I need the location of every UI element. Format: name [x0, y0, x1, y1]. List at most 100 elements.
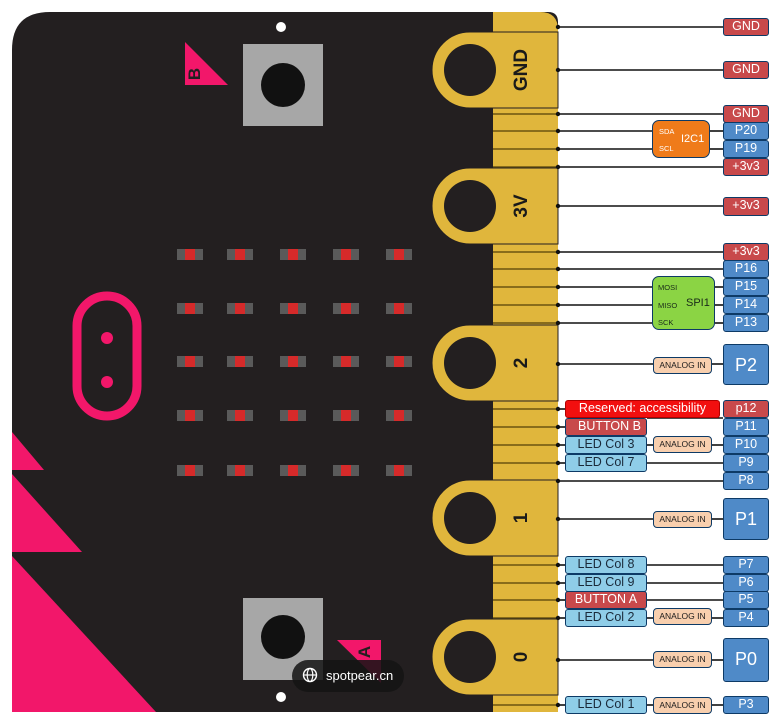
- function-led-col-9: LED Col 9: [565, 574, 647, 592]
- led-4-3: [341, 465, 351, 476]
- big-pad-label-1: 3V: [511, 194, 532, 218]
- spi-name: SPI1: [686, 297, 710, 309]
- pin-dot-23: [555, 657, 561, 663]
- led-3-0: [185, 410, 195, 421]
- pin-dot-0: [555, 24, 561, 30]
- function-button-a: BUTTON A: [565, 591, 647, 609]
- spi-miso-label: MISO: [658, 301, 678, 310]
- pin-dot-5: [555, 164, 561, 170]
- label-p1: P1: [723, 498, 769, 540]
- button-b-letter: B: [185, 68, 204, 80]
- led-4-4: [394, 465, 404, 476]
- big-pad-hole-0: [444, 44, 496, 96]
- i2c-name: I2C1: [681, 133, 705, 145]
- analog-in-p4: ANALOG IN: [653, 608, 712, 625]
- led-3-3: [341, 410, 351, 421]
- function-led-col-2: LED Col 2: [565, 609, 647, 627]
- led-0-2: [288, 249, 298, 260]
- led-3-2: [288, 410, 298, 421]
- pin-dot-10: [555, 302, 561, 308]
- pin-dot-11: [555, 320, 561, 326]
- pin-dot-2: [555, 111, 561, 117]
- big-pad-hole-3: [444, 492, 496, 544]
- pin-dot-14: [555, 424, 561, 430]
- label-3v3: +3v3: [723, 158, 769, 176]
- label-p11: P11: [723, 418, 769, 436]
- logo-dot-top: [101, 332, 113, 344]
- function-reserved-accessibility: Reserved: accessibility: [565, 400, 720, 418]
- label-p4: P4: [723, 609, 769, 627]
- spi-sck-label: SCK: [658, 318, 674, 327]
- led-0-4: [394, 249, 404, 260]
- analog-in-p1: ANALOG IN: [653, 511, 712, 528]
- pin-dot-4: [555, 146, 561, 152]
- label-3v3-b: +3v3: [723, 243, 769, 261]
- pin-dot-13: [555, 406, 561, 412]
- analog-in-p2: ANALOG IN: [653, 357, 712, 374]
- pin-dot-21: [555, 597, 561, 603]
- label-p8: P8: [723, 472, 769, 490]
- label-p9: P9: [723, 454, 769, 472]
- i2c-bus: SDA SCL I2C1: [652, 120, 710, 158]
- button-b: [261, 63, 305, 107]
- i2c-scl-label: SCL: [659, 144, 674, 153]
- pin-dot-16: [555, 460, 561, 466]
- big-pad-hole-2: [444, 337, 496, 389]
- label-p6: P6: [723, 574, 769, 592]
- label-p7: P7: [723, 556, 769, 574]
- pin-dot-22: [555, 615, 561, 621]
- pin-dot-3: [555, 128, 561, 134]
- pin-dot-15: [555, 442, 561, 448]
- label-3v3-pad: +3v3: [723, 197, 769, 216]
- edge-fingers: [493, 113, 558, 706]
- led-0-3: [341, 249, 351, 260]
- analog-in-p0: ANALOG IN: [653, 651, 712, 668]
- label-p16: P16: [723, 260, 769, 278]
- corner-triangle-2: [12, 474, 82, 552]
- label-p3: P3: [723, 696, 769, 714]
- i2c-sda-label: SDA: [659, 127, 675, 136]
- pin-dot-20: [555, 580, 561, 586]
- logo-dot-bottom: [101, 376, 113, 388]
- big-pad-label-2: 2: [511, 358, 532, 369]
- analog-in-p10: ANALOG IN: [653, 436, 712, 453]
- watermark-text: spotpear.cn: [326, 668, 394, 683]
- pin-dot-17: [555, 478, 561, 484]
- led-4-2: [288, 465, 298, 476]
- led-0-0: [185, 249, 195, 260]
- big-pad-hole-1: [444, 180, 496, 232]
- led-4-0: [185, 465, 195, 476]
- led-3-1: [235, 410, 245, 421]
- mount-hole-top: [276, 22, 286, 32]
- label-p2: P2: [723, 344, 769, 385]
- mount-hole-bottom: [276, 692, 286, 702]
- led-2-4: [394, 356, 404, 367]
- label-p12: p12: [723, 400, 769, 418]
- led-1-0: [185, 303, 195, 314]
- big-pad-label-4: 0: [511, 652, 532, 663]
- pin-dot-6: [555, 203, 561, 209]
- pin-dot-9: [555, 284, 561, 290]
- label-p13: P13: [723, 314, 769, 332]
- led-1-2: [288, 303, 298, 314]
- function-button-b: BUTTON B: [565, 418, 647, 436]
- connection-lines: [555, 24, 723, 708]
- logo-outer: [72, 291, 142, 421]
- led-0-1: [235, 249, 245, 260]
- label-gnd-top: GND: [723, 18, 769, 36]
- led-2-0: [185, 356, 195, 367]
- corner-triangle-1: [12, 432, 44, 470]
- label-p15: P15: [723, 278, 769, 296]
- led-2-1: [235, 356, 245, 367]
- button-a: [261, 615, 305, 659]
- pin-dot-19: [555, 562, 561, 568]
- analog-in-p3: ANALOG IN: [653, 697, 712, 714]
- label-p10: P10: [723, 436, 769, 454]
- led-4-1: [235, 465, 245, 476]
- label-p14: P14: [723, 296, 769, 314]
- led-matrix: [177, 249, 412, 476]
- spi-mosi-label: MOSI: [658, 283, 678, 292]
